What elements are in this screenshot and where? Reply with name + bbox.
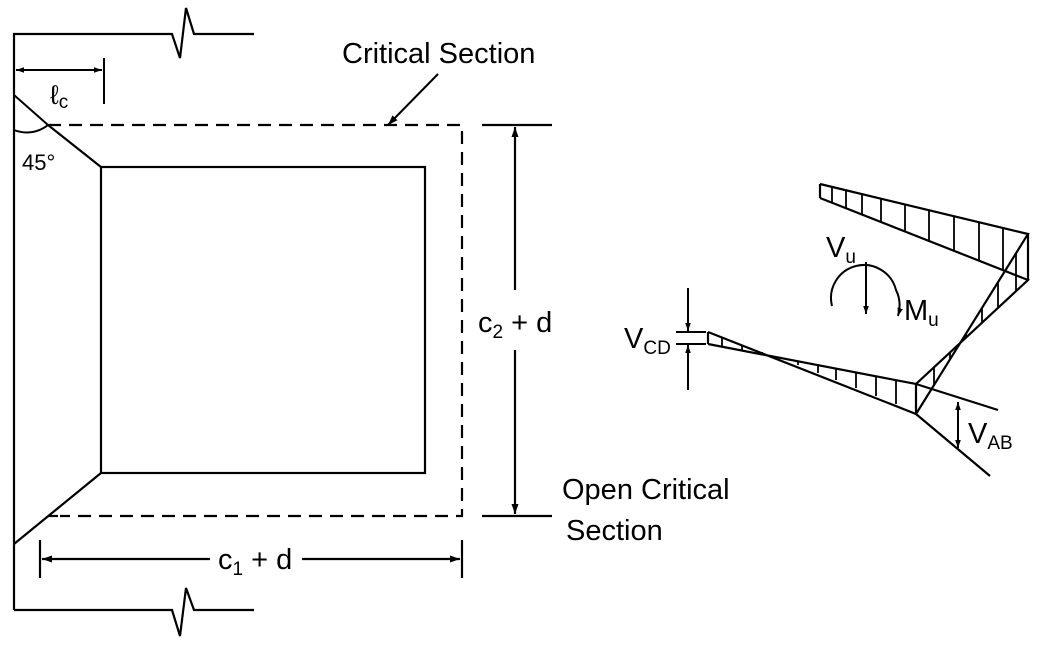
vcd-label: VCD bbox=[624, 323, 671, 359]
angle-arc bbox=[13, 124, 49, 134]
mu-moment-arc bbox=[830, 264, 903, 317]
stress-hatching bbox=[721, 187, 1017, 404]
bottom-break-line bbox=[14, 587, 254, 637]
vab-label: VAB bbox=[968, 418, 1013, 454]
c1-label-rest: + d bbox=[243, 544, 292, 576]
c1-label-main: c bbox=[218, 544, 233, 576]
column bbox=[13, 124, 427, 545]
mu-label-main: M bbox=[904, 295, 928, 327]
critical-section-dashed bbox=[48, 123, 464, 518]
top-break-line bbox=[12, 7, 254, 610]
angle-ray bbox=[13, 94, 49, 126]
vcd-dimension bbox=[676, 288, 706, 390]
critical-section-label: Critical Section bbox=[342, 38, 535, 70]
open-critical-label-line1: Open Critical bbox=[562, 474, 730, 506]
vab-ref-upper bbox=[915, 382, 999, 412]
shear-stress-distribution bbox=[706, 182, 1031, 477]
stress-base-line bbox=[707, 196, 1031, 386]
c1-label-sub: 1 bbox=[233, 559, 244, 580]
critical-section-outline bbox=[48, 123, 464, 518]
vcd-label-main: V bbox=[624, 323, 644, 355]
mu-label-sub: u bbox=[928, 310, 939, 331]
angle-label: 45° bbox=[22, 150, 55, 175]
vu-label-sub: u bbox=[845, 247, 856, 268]
open-critical-label-line2: Section bbox=[566, 515, 663, 547]
c2-label-main: c bbox=[478, 307, 493, 339]
critical-section-leader bbox=[387, 73, 439, 126]
vab-label-main: V bbox=[968, 418, 988, 450]
vu-label: Vu bbox=[826, 232, 856, 268]
mu-label: Mu bbox=[904, 295, 939, 331]
slab-outline bbox=[12, 7, 254, 637]
lc-dimension bbox=[16, 58, 105, 104]
lc-label: ℓc bbox=[50, 80, 68, 113]
c2-label-sub: 2 bbox=[493, 322, 504, 343]
c2-label-rest: + d bbox=[503, 307, 552, 339]
vu-label-main: V bbox=[826, 232, 846, 264]
lc-label-sub: c bbox=[59, 92, 69, 113]
load-symbols bbox=[830, 262, 903, 317]
column-chamfer-bottom bbox=[13, 472, 102, 545]
c1-label: c1 + d bbox=[218, 544, 292, 580]
c1-dimension bbox=[38, 540, 464, 578]
vab-label-sub: AB bbox=[987, 433, 1012, 454]
c2-label: c2 + d bbox=[478, 307, 552, 343]
stress-envelope bbox=[707, 182, 1030, 416]
column-square bbox=[99, 165, 427, 475]
vcd-label-sub: CD bbox=[643, 338, 670, 359]
lc-label-main: ℓ bbox=[50, 80, 59, 110]
vab-ref-lower bbox=[915, 413, 991, 477]
c2-dimension bbox=[482, 123, 552, 518]
column-chamfer-top bbox=[47, 124, 102, 168]
